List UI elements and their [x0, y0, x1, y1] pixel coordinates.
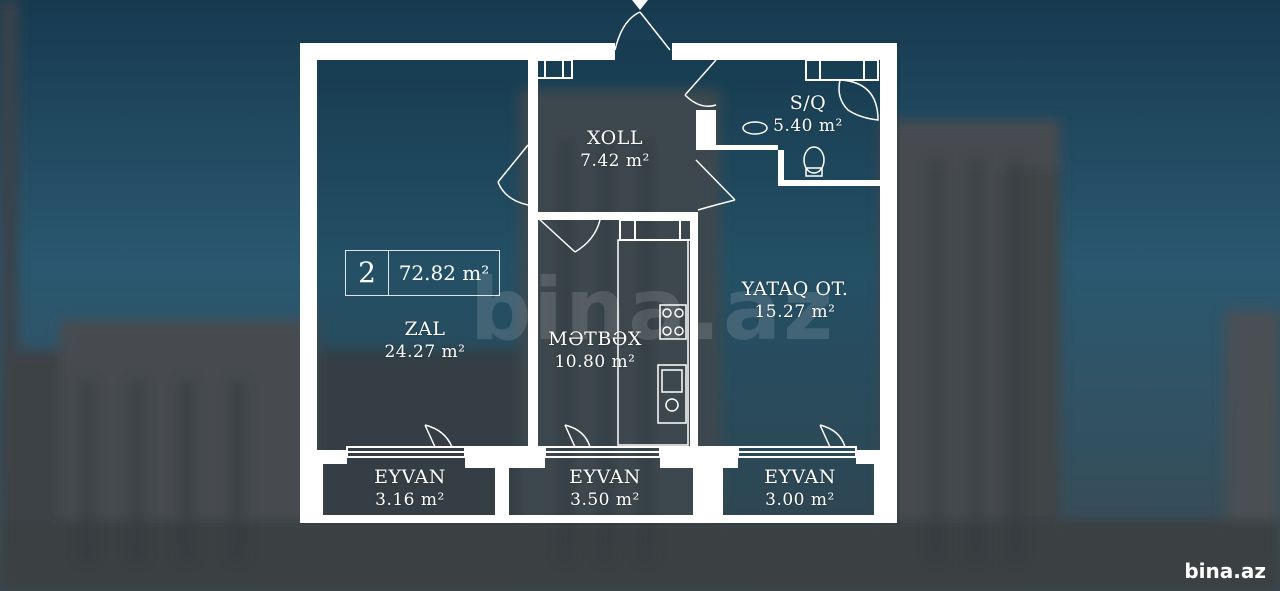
- wall-bath-left: [778, 150, 784, 185]
- kitchen-sink-icon: [657, 364, 687, 424]
- entrance-arrow: [632, 0, 648, 10]
- room-label-xoll: XOLL 7.42 m²: [545, 127, 685, 172]
- toilet-icon: [803, 146, 825, 174]
- wall-top-left: [300, 43, 615, 60]
- total-area: 72.82 m²: [398, 261, 490, 285]
- window-kitchen: [619, 219, 697, 241]
- bathtub-icon: [838, 79, 879, 121]
- room-label-sq: S/Q 5.40 m²: [768, 92, 848, 137]
- room-label-metbex: MƏTBƏX 10.80 m²: [530, 328, 660, 373]
- wall-kitchen-top: [538, 212, 698, 220]
- wall-bed-left: [690, 212, 698, 460]
- room-area: 3.16 m²: [375, 489, 445, 510]
- door-eyvan3: [819, 424, 846, 448]
- wall-balcony-row-d: [856, 450, 880, 464]
- room-name: EYVAN: [764, 466, 836, 488]
- wall-zal-xoll: [528, 60, 538, 460]
- site-logo: bina.az: [1184, 559, 1266, 583]
- wall-bath-block: [696, 110, 716, 150]
- room-count: 2: [346, 251, 389, 295]
- window-sq: [805, 59, 879, 81]
- door-sq: [684, 59, 717, 107]
- door-bedroom: [695, 159, 736, 211]
- room-name: YATAQ OT.: [741, 278, 849, 300]
- room-label-eyvan-2: EYVAN 3.50 m²: [540, 466, 670, 511]
- room-name: MƏTBƏX: [548, 328, 642, 350]
- room-name: XOLL: [586, 127, 643, 149]
- wall-left: [300, 43, 317, 523]
- window-xoll: [535, 59, 573, 79]
- wall-balcony-row-c: [660, 446, 738, 468]
- room-area: 3.00 m²: [765, 489, 835, 510]
- room-area: 24.27 m²: [384, 341, 466, 362]
- room-area: 10.80 m²: [554, 351, 636, 372]
- wall-balcony-row-a: [317, 450, 347, 464]
- room-name: EYVAN: [569, 466, 641, 488]
- counter-line: [617, 239, 689, 446]
- sink-icon: [742, 121, 768, 135]
- wall-top-right: [672, 43, 897, 60]
- room-area: 5.40 m²: [773, 115, 843, 136]
- wall-balcony-right: [874, 464, 880, 515]
- wall-balcony-1-2: [495, 464, 509, 515]
- room-label-yataq: YATAQ OT. 15.27 m²: [715, 278, 875, 323]
- door-kitchen: [537, 217, 601, 253]
- room-area: 3.50 m²: [570, 489, 640, 510]
- door-eyvan1: [424, 424, 453, 448]
- room-label-zal: ZAL 24.27 m²: [355, 318, 495, 363]
- door-zal: [497, 144, 529, 206]
- room-label-eyvan-3: EYVAN 3.00 m²: [735, 466, 865, 511]
- door-entry: [614, 11, 671, 51]
- apartment-summary: 2 72.82 m²: [345, 250, 500, 296]
- wall-balcony-row-b: [465, 446, 545, 468]
- room-area: 7.42 m²: [580, 150, 650, 171]
- stove-icon: [659, 304, 687, 340]
- room-name: S/Q: [789, 92, 827, 114]
- room-label-eyvan-1: EYVAN 3.16 m²: [345, 466, 475, 511]
- room-area: 15.27 m²: [754, 301, 836, 322]
- wall-bottom: [300, 515, 897, 523]
- wall-bath-top: [716, 145, 778, 150]
- room-name: EYVAN: [374, 466, 446, 488]
- room-name: ZAL: [404, 318, 446, 340]
- wall-balcony-2-3: [693, 464, 723, 515]
- wall-balcony-left: [317, 464, 323, 515]
- door-eyvan2: [564, 424, 591, 448]
- wall-right: [880, 43, 897, 523]
- wall-bath-bottom: [778, 180, 880, 186]
